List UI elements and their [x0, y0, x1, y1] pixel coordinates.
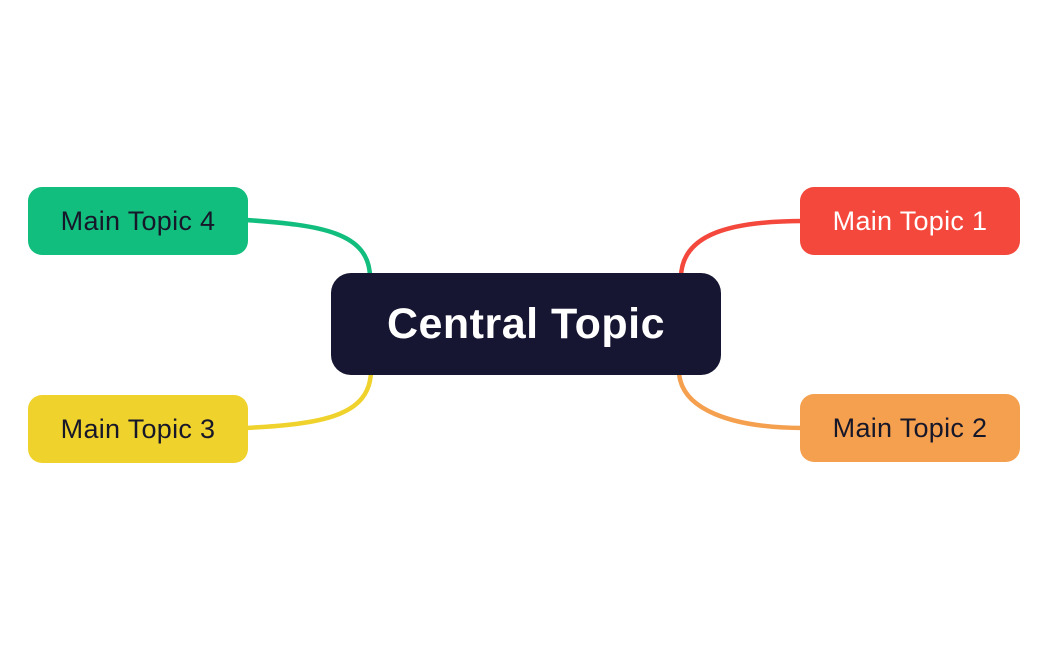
connector-main-topic-4	[243, 217, 373, 281]
topic-node-main-topic-1[interactable]: Main Topic 1	[800, 187, 1020, 255]
topic-node-main-topic-2[interactable]: Main Topic 2	[800, 394, 1020, 462]
connector-main-topic-1	[678, 218, 807, 281]
topic-label-main-topic-3: Main Topic 3	[60, 413, 216, 444]
topic-label-main-topic-2: Main Topic 2	[832, 412, 988, 443]
topic-label-main-topic-1: Main Topic 1	[832, 205, 988, 236]
connector-main-topic-3	[243, 367, 374, 431]
central-topic-label: Central Topic	[386, 299, 666, 348]
topic-node-main-topic-3[interactable]: Main Topic 3	[28, 395, 248, 463]
connector-main-topic-2	[676, 367, 807, 431]
central-topic-node[interactable]: Central Topic	[331, 273, 721, 375]
topic-node-main-topic-4[interactable]: Main Topic 4	[28, 187, 248, 255]
topic-label-main-topic-4: Main Topic 4	[60, 205, 216, 236]
